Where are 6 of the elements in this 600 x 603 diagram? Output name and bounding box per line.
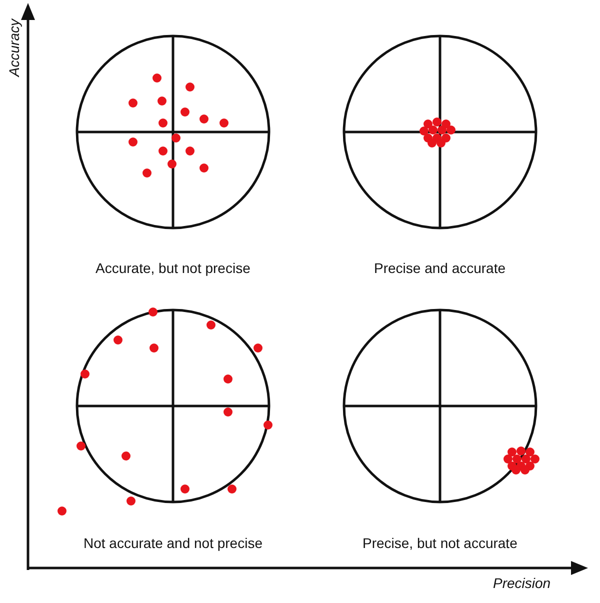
- caption: Accurate, but not precise: [96, 260, 250, 276]
- caption: Not accurate and not precise: [84, 535, 262, 551]
- caption: Precise and accurate: [374, 260, 506, 276]
- axis-label: Accuracy: [6, 19, 22, 77]
- axis-label: Precision: [493, 575, 551, 591]
- caption: Precise, but not accurate: [362, 535, 518, 551]
